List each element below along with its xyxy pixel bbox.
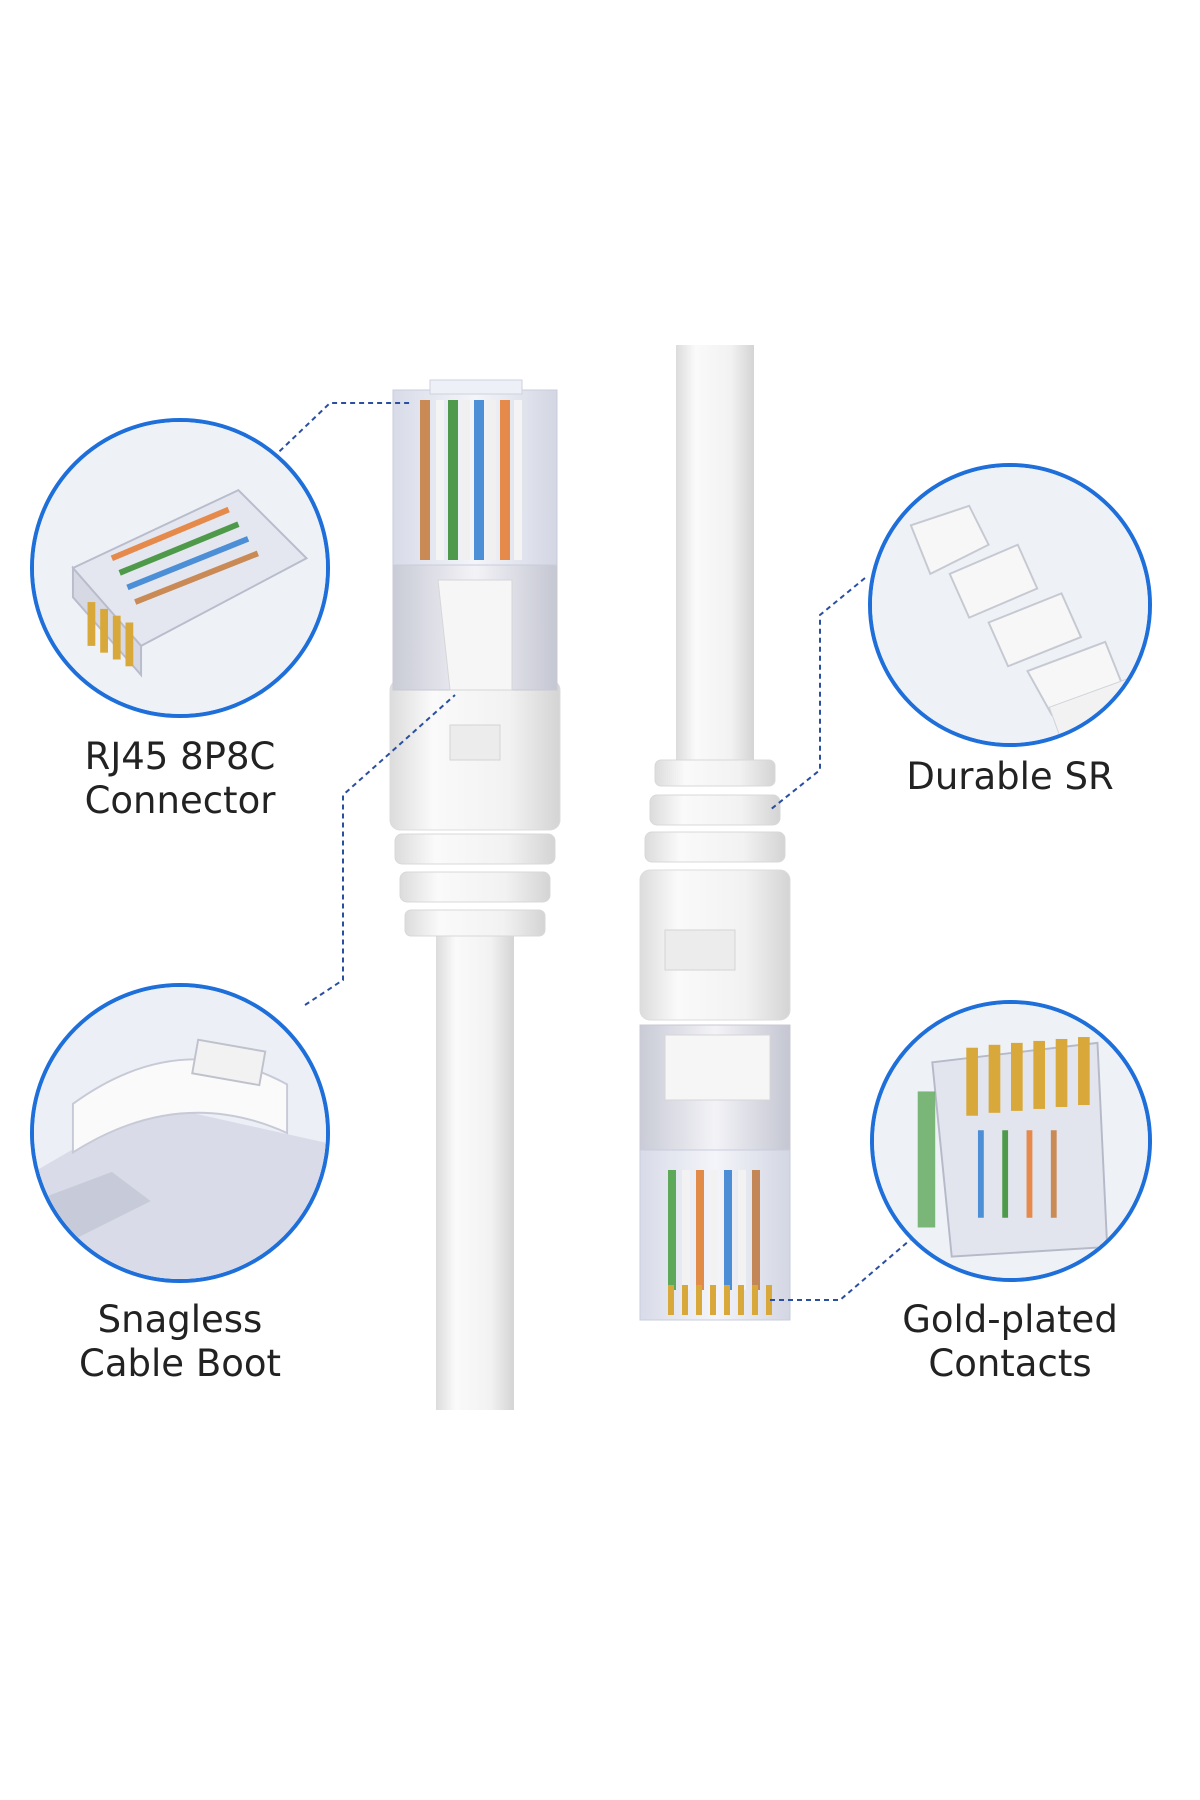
gold-contacts-icon <box>874 1004 1148 1278</box>
left-cable-jacket <box>436 930 514 1410</box>
left-wires <box>420 400 522 560</box>
left-boot-rib <box>399 871 551 903</box>
gold-detail-circle <box>870 1000 1152 1282</box>
rj45-detail-circle <box>30 418 330 718</box>
left-latch <box>437 579 513 691</box>
right-cable-end <box>639 345 791 1321</box>
right-boot-rib <box>644 831 786 863</box>
left-boot-slot <box>449 724 501 761</box>
leader-lines <box>259 402 911 1301</box>
snagless-label: Snagless Cable Boot <box>79 1298 281 1385</box>
rj45-label: RJ45 8P8C Connector <box>84 735 276 822</box>
right-boot-rib <box>649 794 781 826</box>
leader-line-durable <box>769 577 866 811</box>
right-latch <box>664 1034 771 1101</box>
right-boot-slot <box>664 929 736 971</box>
right-cable-jacket <box>676 345 754 765</box>
left-cable-end <box>389 379 561 1410</box>
snagless-boot-icon <box>34 987 326 1279</box>
snagless-detail-circle <box>30 983 330 1283</box>
right-gold-contacts <box>668 1285 772 1315</box>
right-boot-rib <box>654 759 776 787</box>
durable-label: Durable SR <box>906 755 1114 798</box>
strain-relief-icon <box>872 467 1148 743</box>
durable-detail-circle <box>868 463 1152 747</box>
left-boot-rib <box>394 833 556 865</box>
left-boot-rib <box>404 909 546 937</box>
right-wires <box>668 1170 760 1290</box>
rj45-connector-icon <box>34 422 326 714</box>
gold-label: Gold-plated Contacts <box>902 1298 1118 1385</box>
